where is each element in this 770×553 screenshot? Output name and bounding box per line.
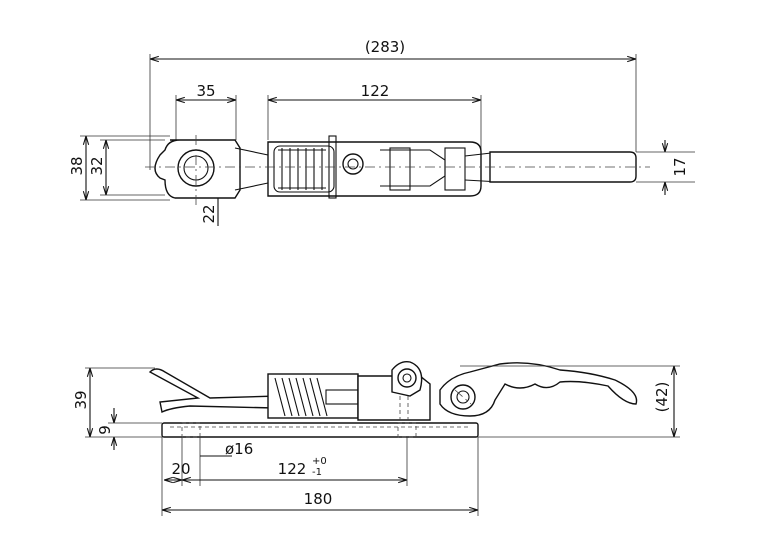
dim-side-height-label: 39 [72, 390, 90, 409]
dim-tolerance-upper: +0 [312, 456, 327, 467]
dim-heights-left: 38 32 [68, 135, 170, 201]
hook-eye [154, 139, 269, 199]
dim-handle-side-height: (42) [460, 365, 680, 438]
spring-side [274, 377, 328, 417]
dim-base-length-label: 180 [304, 490, 333, 508]
dim-side-height: 39 [72, 367, 162, 438]
lever-pivot [391, 360, 423, 397]
base-plate [161, 422, 479, 438]
handle-top [489, 151, 637, 183]
dim-body-length: 122 [267, 82, 482, 152]
dim-height-outer-label: 38 [68, 156, 86, 175]
dim-handle-side-height-label: (42) [653, 382, 671, 413]
dim-hole-diameter-label: ø16 [225, 440, 253, 458]
dim-offset-label: 20 [171, 460, 190, 478]
dim-overall: (283) [149, 38, 637, 170]
dim-overall-label: (283) [365, 38, 405, 56]
dim-body-length-label: 122 [361, 82, 390, 100]
dim-tolerance-lower: -1 [312, 467, 322, 478]
dim-eye-to-pin-label: 35 [196, 82, 215, 100]
dim-base-thickness: 9 [96, 408, 162, 450]
dim-handle-height: 17 [636, 140, 695, 195]
side-view: 39 9 (42) ø16 20 122 +0 -1 [72, 360, 680, 516]
dim-handle-height-label: 17 [671, 157, 689, 176]
dim-base-height-label: 22 [200, 204, 218, 223]
dim-eye-to-pin: 35 [175, 82, 237, 140]
dim-base-thickness-label: 9 [96, 425, 114, 435]
hook-side [148, 368, 279, 414]
dim-mount-spacing-label: 122 [278, 460, 307, 478]
dim-height-inner-label: 32 [88, 156, 106, 175]
dim-base-length: 180 [161, 437, 479, 516]
top-view: (283) 35 122 38 32 [68, 38, 695, 226]
spring [278, 148, 326, 190]
dim-mount: ø16 20 122 +0 -1 [164, 437, 408, 486]
handle-side [439, 362, 638, 417]
